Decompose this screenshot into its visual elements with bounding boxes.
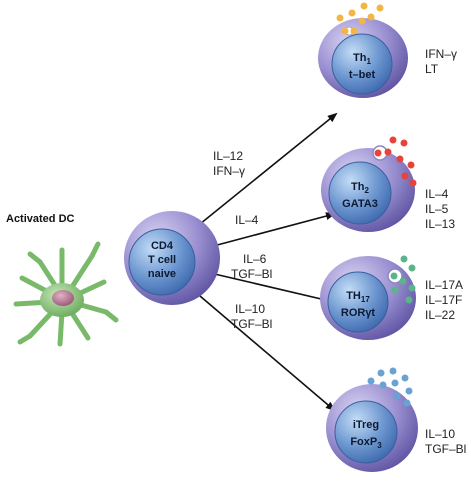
th17-granules <box>390 255 416 304</box>
th17-cell: TH17 RORγt <box>320 255 416 340</box>
th1-tf: t–bet <box>349 69 376 81</box>
th1-output-2: LT <box>425 62 439 76</box>
th2-tf: GATA3 <box>342 198 378 210</box>
th17-signal-1: IL–6 <box>243 252 267 266</box>
treg-name: iTreg <box>353 419 379 431</box>
th17-output-2: IL–17F <box>425 293 462 307</box>
treg-signal-2: TGF–Bl <box>231 317 272 331</box>
arrow-to-th1 <box>199 112 338 225</box>
arrow-to-th2 <box>205 212 336 249</box>
dendritic-cell-icon <box>13 241 119 347</box>
treg-output-1: IL–10 <box>425 427 455 441</box>
th2-output-3: IL–13 <box>425 217 455 231</box>
naive-t-cell: CD4 T cell naive <box>124 211 220 305</box>
th1-granules <box>336 2 384 36</box>
th1-signal-2: IFN–γ <box>213 164 245 178</box>
th17-signal-2: TGF–Bl <box>231 267 272 281</box>
th2-granules <box>374 136 417 187</box>
naive-line-2: T cell <box>148 254 176 266</box>
arrow-to-th17 <box>205 271 336 305</box>
th2-signal-1: IL–4 <box>235 213 259 227</box>
treg-tf: FoxP3 <box>350 436 382 450</box>
th2-cell: Th2 GATA3 <box>321 136 417 232</box>
arrow-to-treg <box>199 295 336 412</box>
treg-signal-1: IL–10 <box>235 302 265 316</box>
th2-output-1: IL–4 <box>425 187 449 201</box>
th1-output-1: IFN–γ <box>425 47 457 61</box>
treg-granules <box>367 367 413 407</box>
treg-cell: iTreg FoxP3 <box>326 367 418 472</box>
th17-name: TH17 <box>346 290 370 304</box>
th1-signal-1: IL–12 <box>213 149 243 163</box>
th1-cell: Th1 t–bet <box>318 2 408 98</box>
pathway-arrows <box>199 112 338 412</box>
dc-label: Activated DC <box>6 213 75 225</box>
th17-output-1: IL–17A <box>425 278 463 292</box>
th2-name: Th2 <box>351 181 369 195</box>
th1-name: Th1 <box>353 52 371 66</box>
naive-line-1: CD4 <box>151 240 174 252</box>
treg-output-2: TGF–Bl <box>425 442 466 456</box>
th2-output-2: IL–5 <box>425 202 449 216</box>
th17-output-3: IL–22 <box>425 308 455 322</box>
naive-line-3: naive <box>148 268 176 280</box>
th17-tf: RORγt <box>341 307 376 319</box>
